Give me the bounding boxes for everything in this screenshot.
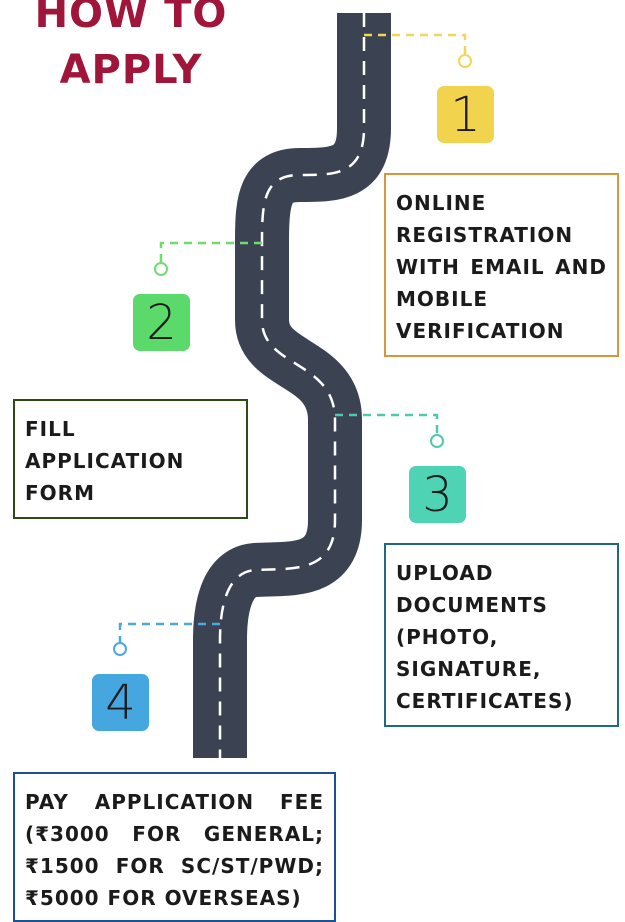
step-number: 2 bbox=[146, 294, 177, 351]
step-number-badge: 4 bbox=[92, 674, 149, 731]
step-text: UPLOAD DOCUMENTS (PHOTO, SIGNATURE, CERT… bbox=[396, 561, 574, 713]
step-description: ONLINE REGISTRATION WITH EMAIL AND MOBIL… bbox=[384, 173, 619, 357]
connector-step-2 bbox=[154, 241, 262, 276]
title-line-2: APPLY bbox=[59, 47, 203, 93]
road-lane-marking bbox=[218, 13, 366, 758]
step-text: PAY APPLICATION FEE (₹3000 FOR GENERAL; … bbox=[25, 790, 324, 910]
connector-step-4 bbox=[113, 622, 220, 656]
step-number-badge: 1 bbox=[437, 86, 494, 143]
step-text: ONLINE REGISTRATION WITH EMAIL AND MOBIL… bbox=[396, 191, 607, 343]
step-description: UPLOAD DOCUMENTS (PHOTO, SIGNATURE, CERT… bbox=[384, 543, 619, 727]
step-number: 4 bbox=[105, 674, 136, 731]
step-description: PAY APPLICATION FEE (₹3000 FOR GENERAL; … bbox=[13, 772, 336, 922]
step-number-badge: 3 bbox=[409, 466, 466, 523]
winding-road bbox=[193, 13, 391, 758]
connector-step-3 bbox=[335, 413, 444, 448]
step-text: FILL APPLICATION FORM bbox=[25, 417, 185, 505]
step-description: FILL APPLICATION FORM bbox=[13, 399, 248, 519]
page-title: HOW TO APPLY bbox=[0, 0, 262, 98]
title-line-1: HOW TO bbox=[34, 0, 228, 37]
step-number-badge: 2 bbox=[133, 294, 190, 351]
connector-step-1 bbox=[364, 33, 472, 68]
step-number: 1 bbox=[450, 86, 481, 143]
step-number: 3 bbox=[422, 466, 453, 523]
